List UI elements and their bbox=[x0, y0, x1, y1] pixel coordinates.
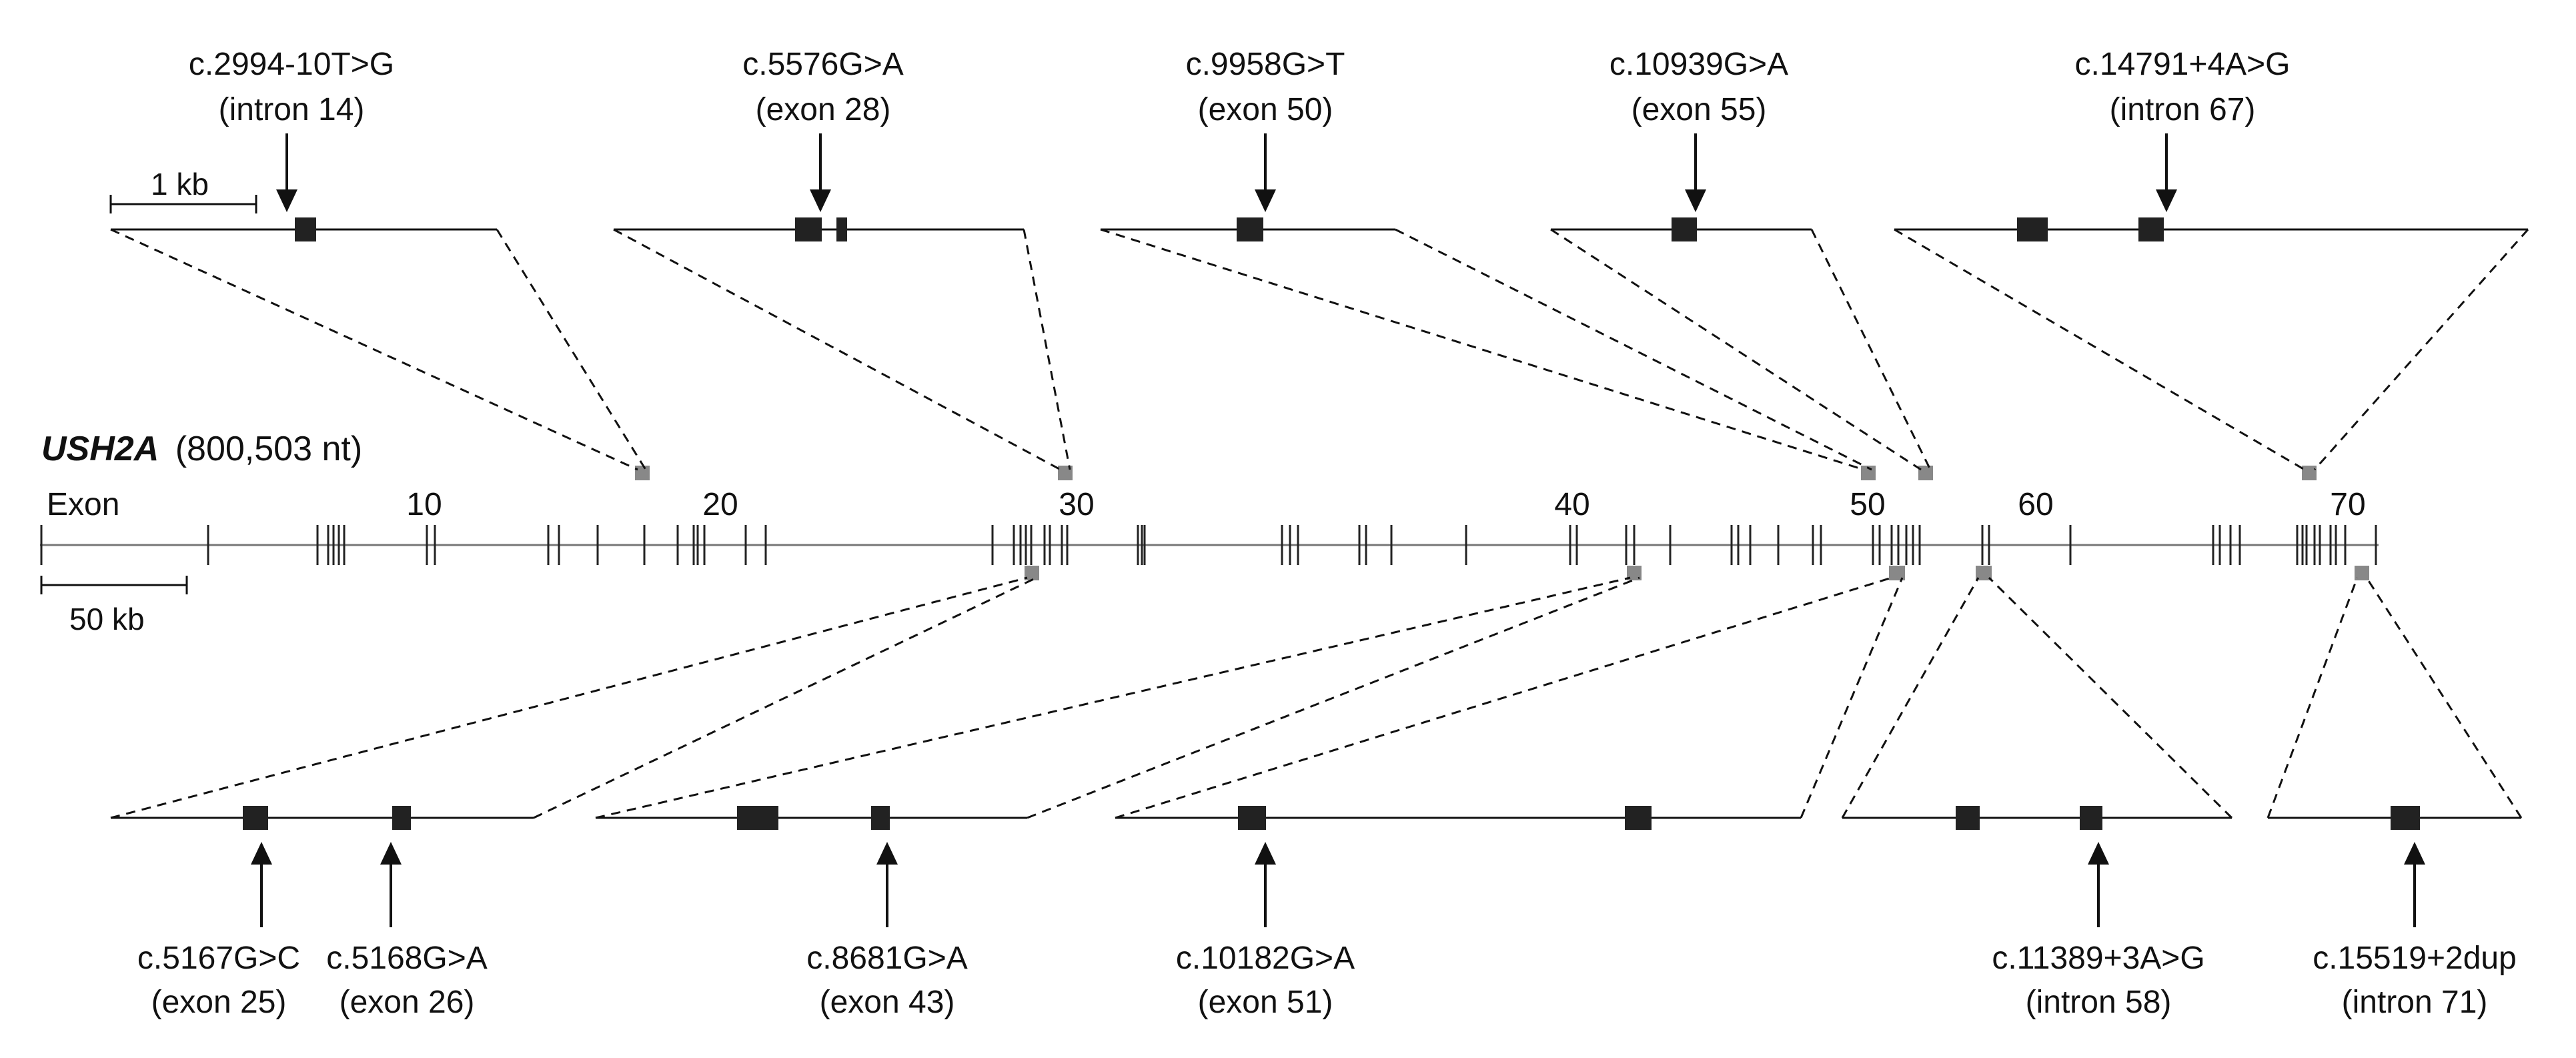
variant-location: (exon 50) bbox=[1198, 92, 1333, 127]
variant-name: c.5168G>A bbox=[326, 941, 488, 976]
bottom-variant-labels: c.5167G>C (exon 25) c.5168G>A (exon 26) … bbox=[137, 941, 2517, 1020]
variant-location: (exon 51) bbox=[1198, 985, 1333, 1020]
exon-box bbox=[1672, 217, 1697, 241]
arrow-down-icon bbox=[2156, 189, 2177, 212]
exon-number-70: 70 bbox=[2330, 487, 2365, 522]
arrow-down-icon bbox=[276, 189, 297, 212]
variant-location: (exon 55) bbox=[1632, 92, 1767, 127]
exon-box bbox=[2080, 806, 2102, 830]
variant-name: c.15519+2dup bbox=[2313, 941, 2517, 976]
exon-box bbox=[1237, 217, 1263, 241]
variant-location: (intron 58) bbox=[2026, 985, 2172, 1020]
highlight-marker bbox=[1025, 566, 1039, 580]
exon-number-labels: 10 20 30 40 50 60 70 bbox=[406, 487, 2365, 522]
exon-box bbox=[243, 806, 268, 830]
exon-box bbox=[795, 217, 822, 241]
top-zoom-panels bbox=[110, 228, 2529, 471]
exon-box bbox=[2391, 806, 2420, 830]
variant-name: c.11389+3A>G bbox=[1992, 941, 2204, 976]
variant-name: c.10182G>A bbox=[1176, 941, 1355, 976]
bottom-arrowheads bbox=[251, 842, 2425, 865]
bottom-zoom-panels bbox=[110, 576, 2523, 819]
gene-title: USH2A (800,503 nt) bbox=[41, 430, 362, 468]
arrow-down-icon bbox=[1255, 189, 1276, 212]
top-exon-boxes bbox=[295, 217, 2164, 241]
gene-name: USH2A bbox=[41, 430, 159, 468]
zoom-scale-label: 1 kb bbox=[151, 167, 209, 201]
highlight-marker bbox=[635, 466, 650, 480]
bottom-arrows bbox=[260, 855, 2416, 927]
arrow-up-icon bbox=[251, 842, 272, 865]
exon-number-10: 10 bbox=[406, 487, 442, 522]
exon-number-50: 50 bbox=[1850, 487, 1885, 522]
variant-name: c.10939G>A bbox=[1609, 47, 1788, 82]
arrow-up-icon bbox=[2088, 842, 2109, 865]
highlight-marker bbox=[1976, 566, 1992, 580]
variant-name: c.14791+4A>G bbox=[2075, 47, 2291, 82]
variant-location: (exon 28) bbox=[756, 92, 891, 127]
exon-box bbox=[2138, 217, 2164, 241]
gene-scale-bar bbox=[40, 576, 188, 594]
variant-location: (exon 43) bbox=[820, 985, 955, 1020]
variant-location: (exon 25) bbox=[151, 985, 287, 1020]
variant-location: (intron 14) bbox=[219, 92, 365, 127]
zoom-scale-bar bbox=[109, 195, 257, 213]
highlight-marker bbox=[1861, 466, 1876, 480]
variant-name: c.8681G>A bbox=[806, 941, 968, 976]
highlight-marker bbox=[2302, 466, 2317, 480]
variant-name: c.5167G>C bbox=[137, 941, 300, 976]
exon-number-40: 40 bbox=[1554, 487, 1589, 522]
variant-name: c.2994-10T>G bbox=[189, 47, 394, 82]
top-arrowheads bbox=[276, 189, 2177, 212]
bottom-exon-boxes bbox=[243, 806, 2420, 830]
arrow-down-icon bbox=[1685, 189, 1706, 212]
exon-axis-label: Exon bbox=[47, 487, 119, 522]
exon-number-60: 60 bbox=[2018, 487, 2053, 522]
gene-length: (800,503 nt) bbox=[175, 430, 362, 468]
highlight-marker bbox=[1889, 566, 1905, 580]
arrow-up-icon bbox=[1255, 842, 1276, 865]
exon-box bbox=[392, 806, 411, 830]
highlight-marker bbox=[2355, 566, 2369, 580]
arrow-down-icon bbox=[810, 189, 831, 212]
exon-box bbox=[2017, 217, 2048, 241]
arrow-up-icon bbox=[2404, 842, 2425, 865]
exon-box bbox=[1625, 806, 1652, 830]
highlight-markers bbox=[635, 466, 2369, 580]
exon-box bbox=[871, 806, 890, 830]
exon-box bbox=[295, 217, 316, 241]
exon-number-30: 30 bbox=[1059, 487, 1094, 522]
top-arrows bbox=[285, 133, 2168, 201]
variant-location: (intron 67) bbox=[2110, 92, 2256, 127]
exon-box bbox=[1238, 806, 1266, 830]
variant-name: c.9958G>T bbox=[1186, 47, 1345, 82]
gene-scale-label: 50 kb bbox=[69, 602, 145, 636]
variant-location: (exon 26) bbox=[340, 985, 475, 1020]
exon-number-20: 20 bbox=[702, 487, 738, 522]
exon-box bbox=[1956, 806, 1980, 830]
variant-name: c.5576G>A bbox=[742, 47, 904, 82]
top-variant-labels: c.2994-10T>G (intron 14) c.5576G>A (exon… bbox=[189, 47, 2291, 127]
variant-location: (intron 71) bbox=[2342, 985, 2488, 1020]
exon-box bbox=[737, 806, 778, 830]
arrow-up-icon bbox=[876, 842, 898, 865]
exon-ticks bbox=[40, 525, 2377, 565]
highlight-marker bbox=[1918, 466, 1933, 480]
highlight-marker bbox=[1627, 566, 1642, 580]
exon-box bbox=[836, 217, 847, 241]
arrow-up-icon bbox=[380, 842, 402, 865]
